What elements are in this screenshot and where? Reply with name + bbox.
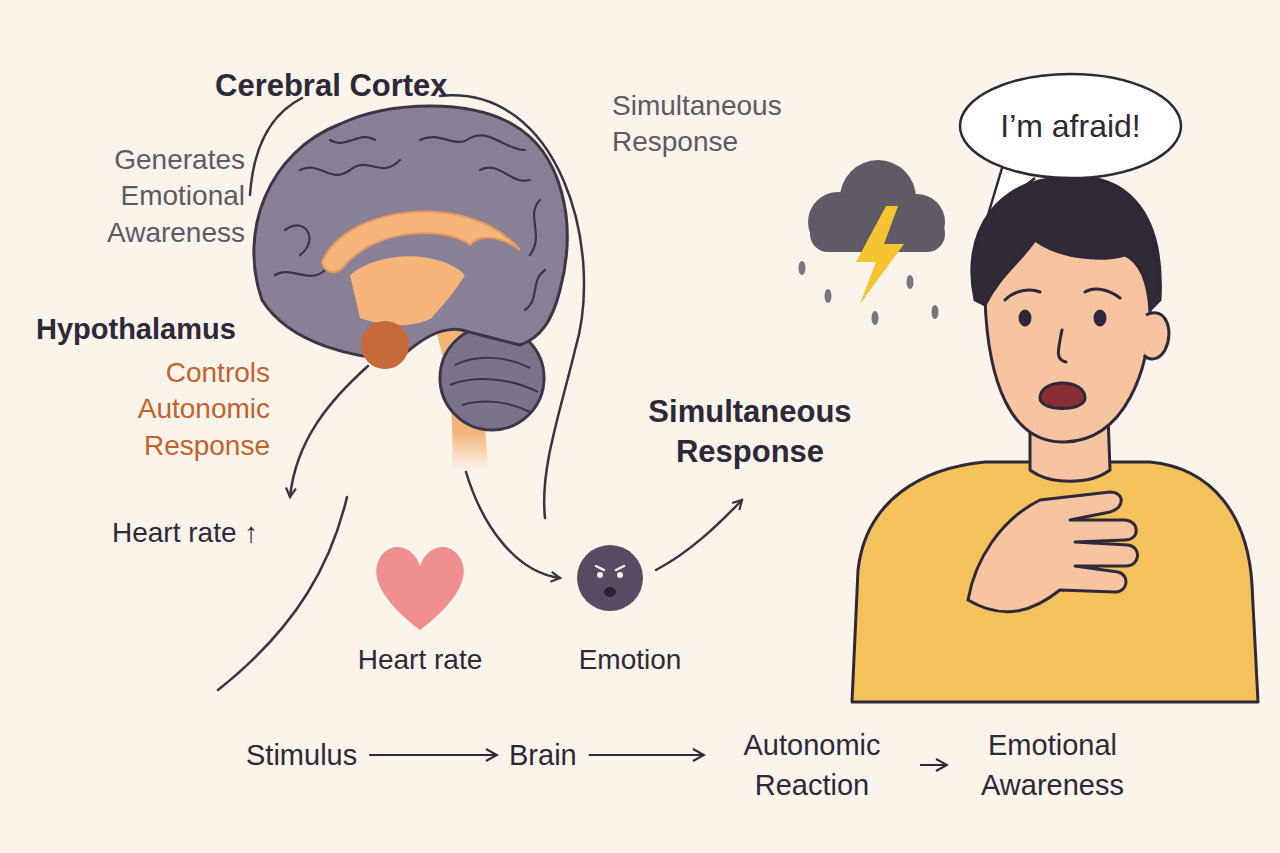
emotion-face-part — [596, 566, 624, 570]
speech-bubble: I’m afraid! — [958, 72, 1183, 180]
function-label: Generates Emotional Awareness — [30, 142, 245, 251]
hypothalamus-arrow — [290, 366, 368, 497]
step-text: Stimulus — [246, 735, 357, 775]
storm-cloud-part — [872, 311, 879, 325]
speech-text: I’m afraid! — [1000, 108, 1140, 145]
indicator-label: Heart rate ↑ — [112, 515, 342, 551]
emotion-face-part — [604, 587, 616, 597]
emotion-face — [577, 545, 643, 611]
flow-arrow — [589, 754, 704, 756]
storm-cloud-part — [907, 275, 914, 289]
eyebrows — [1005, 289, 1120, 300]
function-label: Controls Autonomic Response — [85, 355, 270, 464]
emotion-face-part — [617, 572, 623, 578]
storm-cloud-part — [825, 289, 832, 303]
flow-step: Stimulus — [242, 733, 361, 777]
cortex-big-arc — [440, 95, 584, 518]
nose — [1058, 330, 1066, 362]
person-part — [1020, 311, 1030, 325]
flow-step: Brain — [505, 733, 581, 777]
ear — [1144, 313, 1169, 359]
flow-arrow — [369, 754, 497, 756]
shirt — [852, 462, 1258, 702]
cortex-arc — [250, 98, 302, 195]
storm-cloud — [799, 160, 946, 325]
step-text: Emotional Awareness — [959, 725, 1146, 805]
structure-title: Cerebral Cortex — [215, 66, 515, 106]
emotion-response-arrow — [656, 500, 742, 570]
inner-brain — [350, 256, 465, 325]
icon-caption: Heart rate — [330, 642, 510, 678]
note-label: Simultaneous Response — [612, 88, 842, 161]
flow-step: Autonomic Reaction — [712, 723, 912, 807]
person-part — [1095, 311, 1105, 325]
heart-icon — [376, 547, 464, 630]
person — [852, 177, 1258, 702]
storm-cloud-part — [932, 305, 939, 319]
flow-arrow — [920, 764, 947, 766]
cerebellum-folds — [450, 358, 538, 412]
brain-emotion-arrow — [466, 472, 560, 578]
mouth — [1040, 383, 1085, 409]
lightning-bolt — [856, 206, 904, 304]
emotion-face-part — [577, 545, 643, 611]
cerebral-cortex — [254, 106, 567, 358]
step-text: Brain — [509, 735, 577, 775]
bubble-ellipse — [960, 74, 1181, 178]
step-text: Autonomic Reaction — [716, 725, 908, 805]
hypothalamus — [361, 321, 409, 369]
leader-arrows — [218, 95, 742, 690]
hair — [972, 177, 1161, 310]
hand — [968, 492, 1138, 612]
emotion-face-part — [597, 572, 603, 578]
flow-step: Emotional Awareness — [955, 723, 1150, 807]
storm-cloud-part — [799, 261, 806, 275]
icon-caption: Emotion — [545, 642, 715, 678]
brain-illustration — [254, 106, 567, 470]
response-label: Simultaneous Response — [600, 392, 900, 473]
structure-title: Hypothalamus — [36, 311, 276, 349]
